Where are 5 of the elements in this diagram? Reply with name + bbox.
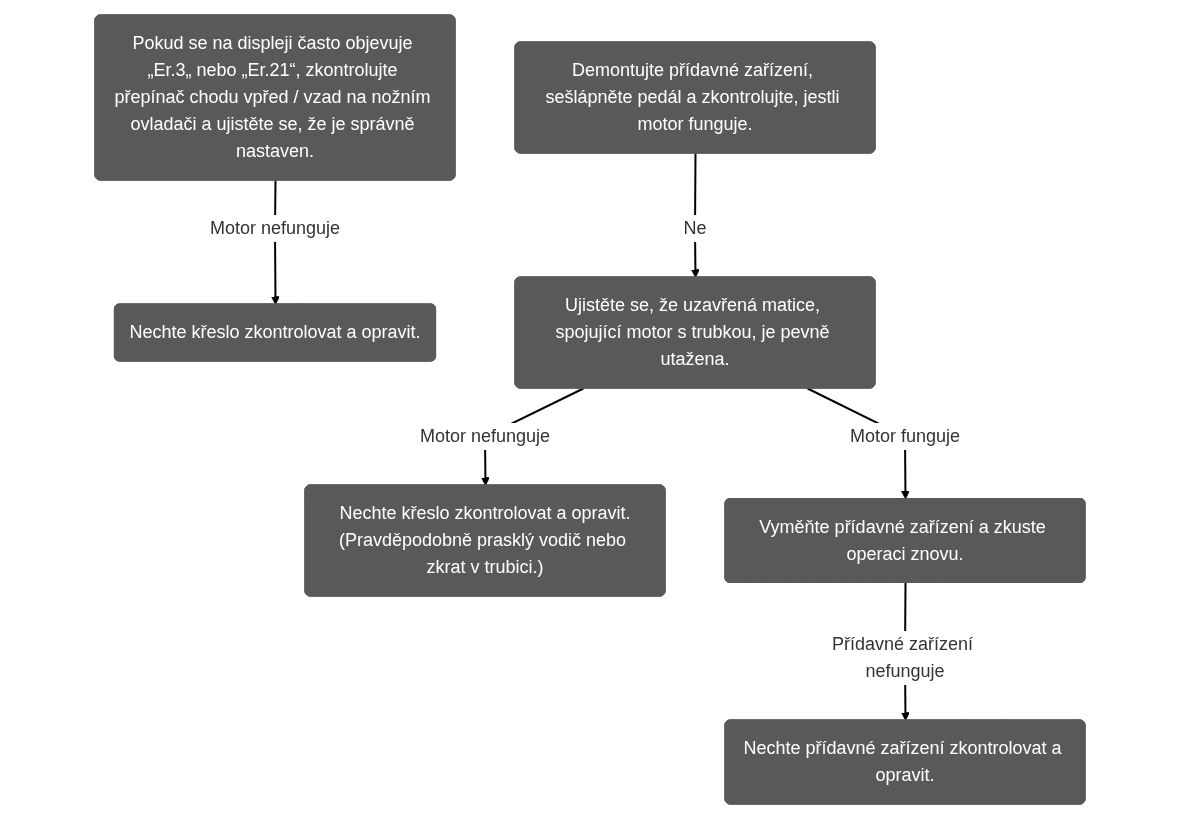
edge-label: Motor funguje	[849, 426, 961, 446]
edge-label: Přídavné zařízení nefunguje	[831, 634, 974, 681]
edge-label: Ne	[683, 218, 707, 238]
edge-label: Motor nefunguje	[419, 426, 551, 446]
edge-label: Motor nefunguje	[209, 218, 341, 238]
